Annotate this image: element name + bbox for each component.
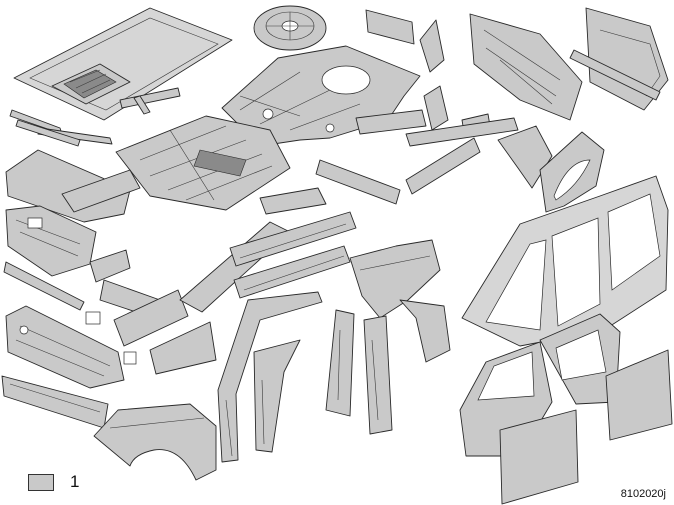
legend-label: 1	[70, 472, 80, 491]
roof-bows	[9, 87, 181, 147]
spare-wheel-well	[253, 5, 327, 51]
pillar-panels	[217, 291, 393, 463]
reference-code: 8102020j	[620, 488, 666, 500]
center-pillar-structure	[349, 239, 451, 363]
rear-rails	[315, 9, 519, 205]
body-side-panel	[461, 175, 669, 347]
front-fender	[93, 403, 217, 481]
door-panels	[459, 313, 673, 505]
rear-wheel-arches	[497, 125, 605, 213]
roof-panel	[13, 7, 233, 121]
firewall-cowl	[5, 149, 141, 277]
front-floor-pan	[115, 115, 291, 211]
rear-panel-assembly	[419, 7, 669, 121]
legend-swatch	[28, 473, 54, 491]
sill-panels	[229, 187, 357, 299]
radiator-support	[5, 305, 125, 389]
legend: 1	[28, 472, 79, 492]
